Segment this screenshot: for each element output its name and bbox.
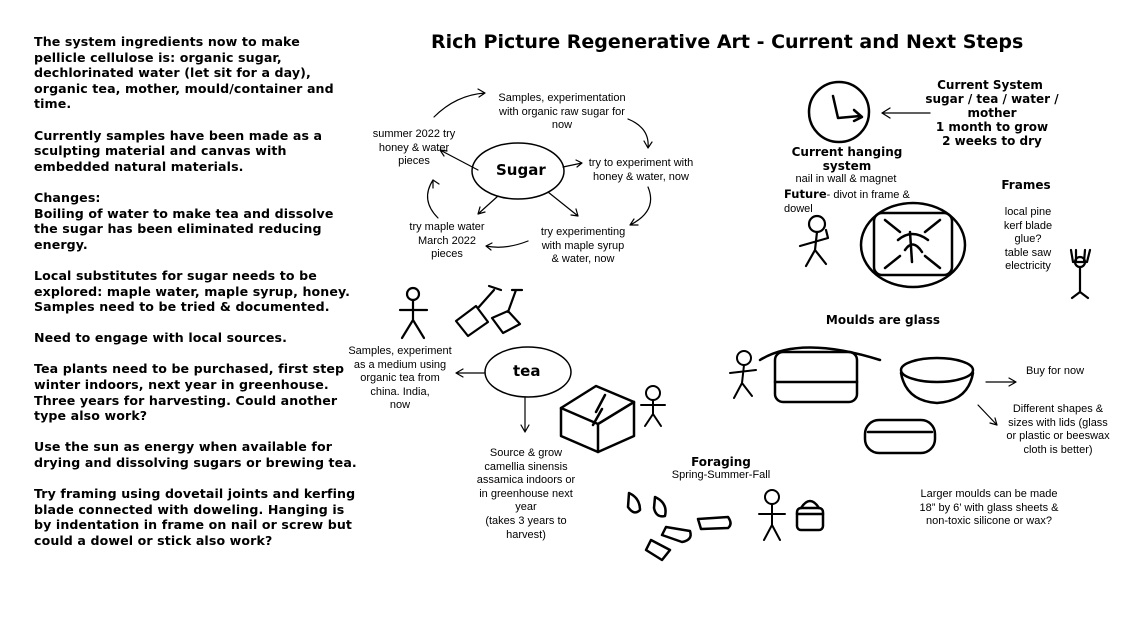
tea-box-drawing	[559, 384, 636, 454]
sugar-maple-syrup-now: try experimenting with maple syrup & wat…	[540, 226, 626, 266]
moulds-larger: Larger moulds can be made 18” by 6’ with…	[919, 488, 1059, 528]
sugar-honey-now: try to experiment with honey & water, no…	[588, 157, 694, 183]
tea-ellipse	[484, 346, 572, 398]
cycle-arrow-bottom	[485, 240, 529, 251]
stick-figure-forager	[758, 489, 786, 541]
note-local-sources: Need to engage with local sources.	[34, 330, 288, 346]
tea-arrow-source	[520, 396, 530, 433]
glass-mould-round	[899, 356, 975, 405]
foraging-items	[626, 491, 732, 562]
notes-column: The system ingredients now to make pelli…	[34, 34, 362, 564]
hanging-future: Future- divot in frame & dowel	[784, 187, 914, 216]
moulds-shapes: Different shapes & sizes with lids (glas…	[1006, 403, 1110, 456]
clock-arrow	[881, 107, 931, 119]
clock-hands	[831, 94, 864, 123]
sugar-arrow-maple-water	[477, 195, 499, 215]
page-title: Rich Picture Regenerative Art - Current …	[431, 31, 1024, 53]
frames-heading: Frames	[1001, 178, 1051, 192]
frames-items: local pine kerf blade glue? table saw el…	[1003, 206, 1053, 273]
tea-source: Source & grow camellia sinensis assamica…	[476, 447, 576, 541]
note-sun-energy: Use the sun as energy when available for…	[34, 439, 357, 471]
cycle-arrow-left	[427, 179, 440, 219]
moulds-arrow-buy	[985, 377, 1017, 387]
moulds-buy: Buy for now	[1025, 365, 1085, 377]
stick-figure-tea	[398, 286, 429, 340]
tea-arrow-samples	[455, 368, 485, 378]
note-framing: Try framing using dovetail joints and ke…	[34, 486, 356, 548]
sugar-arrow-honey	[562, 159, 583, 168]
note-substitutes: Local substitutes for sugar needs to be …	[34, 267, 351, 315]
tea-samples: Samples, experiment as a medium using or…	[348, 345, 452, 412]
frame-drawing	[859, 201, 967, 289]
hanging-heading: Current hanging system	[791, 145, 903, 173]
spades-icon	[454, 284, 524, 338]
tea-label: tea	[513, 362, 541, 380]
moulds-arrow-shapes	[977, 404, 998, 426]
note-changes: Changes: Boiling of water to make tea an…	[34, 189, 334, 252]
cycle-arrow-top	[433, 88, 486, 118]
future-label: Future	[784, 187, 827, 201]
glass-mould-large	[758, 346, 882, 404]
foraging-heading: Foraging	[691, 455, 751, 469]
stick-figure-moulds	[729, 350, 757, 399]
stick-figure-hanging	[798, 214, 830, 268]
stick-figure-frames	[1069, 248, 1092, 300]
basket-icon	[795, 499, 825, 532]
current-system-heading: Current System	[937, 78, 1043, 92]
sugar-arrow-maple-syrup	[547, 191, 579, 217]
note-ingredients: The system ingredients now to make pelli…	[34, 34, 334, 112]
stick-figure-tea-box	[640, 385, 666, 427]
future-text: - divot in frame & dowel	[784, 189, 910, 215]
sugar-maple-water: try maple water March 2022 pieces	[409, 221, 485, 261]
moulds-heading: Moulds are glass	[825, 313, 941, 327]
note-tea-plants: Tea plants need to be purchased, first s…	[34, 361, 345, 424]
hanging-nail: nail in wall & magnet	[795, 173, 897, 185]
current-system-lines: sugar / tea / water / mother 1 month to …	[925, 92, 1059, 148]
foraging-seasons: Spring-Summer-Fall	[671, 469, 771, 481]
sugar-label: Sugar	[496, 161, 546, 179]
note-samples: Currently samples have been made as a sc…	[34, 127, 323, 174]
sugar-ellipse	[471, 142, 565, 200]
clock-icon	[807, 80, 871, 144]
cycle-arrow-right-top	[627, 118, 653, 149]
sugar-arrow-summer	[439, 149, 479, 171]
sugar-summer: summer 2022 try honey & water pieces	[372, 128, 456, 168]
sugar-samples-now: Samples, experimentation with organic ra…	[498, 92, 626, 132]
glass-mould-flat	[863, 418, 937, 455]
cycle-arrow-right-bottom	[629, 186, 652, 226]
